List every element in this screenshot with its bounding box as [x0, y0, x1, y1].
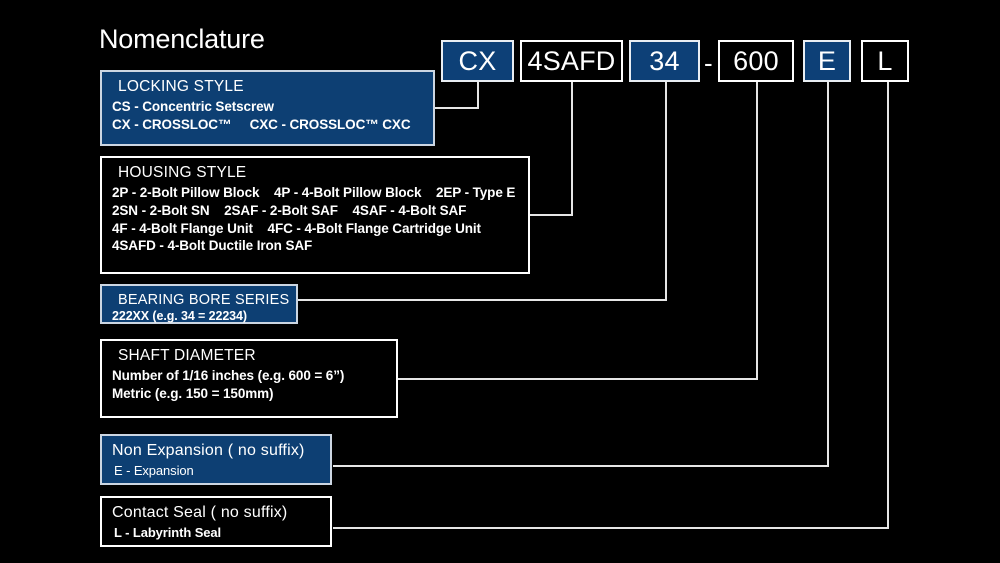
connector-bore-horizontal	[297, 299, 667, 301]
part-segment-housing-style[interactable]: 4SAFD	[520, 40, 623, 82]
connector-housing-horizontal	[528, 214, 573, 216]
connector-locking-vertical	[477, 82, 479, 109]
legend-line-locking-style-1: CS - Concentric Setscrew	[112, 99, 274, 114]
legend-box-seal: Contact Seal ( no suffix) L - Labyrinth …	[100, 496, 332, 547]
legend-line-locking-style-2: CX - CROSSLOC™ CXC - CROSSLOC™ CXC	[112, 116, 411, 132]
legend-line-housing-style-2: 2SN - 2-Bolt SN 2SAF - 2-Bolt SAF 4SAF -…	[112, 202, 467, 218]
legend-line-housing-style-4: 4SAFD - 4-Bolt Ductile Iron SAF	[112, 238, 313, 254]
page-title: Nomenclature	[99, 24, 265, 54]
part-segment-expansion[interactable]: E	[803, 40, 851, 82]
connector-housing-vertical	[571, 82, 573, 216]
connector-seal-horizontal	[333, 527, 889, 529]
connector-bore-vertical	[665, 82, 667, 301]
legend-heading-locking-style: LOCKING STYLE	[118, 78, 244, 95]
legend-heading-expansion: Non Expansion ( no suffix)	[112, 442, 305, 459]
legend-box-bearing-bore-series: BEARING BORE SERIES 222XX (e.g. 34 = 222…	[100, 284, 298, 324]
part-segment-shaft-diameter[interactable]: 600	[718, 40, 794, 82]
legend-heading-bearing-bore-series: BEARING BORE SERIES	[118, 292, 290, 308]
connector-expansion-horizontal	[333, 465, 829, 467]
legend-line-housing-style-3: 4F - 4-Bolt Flange Unit 4FC - 4-Bolt Fla…	[112, 220, 481, 236]
part-segment-bearing-bore-series[interactable]: 34	[629, 40, 700, 82]
legend-line-shaft-diameter-1: Number of 1/16 inches (e.g. 600 = 6”)	[112, 368, 345, 383]
legend-box-shaft-diameter: SHAFT DIAMETER Number of 1/16 inches (e.…	[100, 339, 398, 418]
connector-expansion-vertical	[827, 82, 829, 467]
legend-box-housing-style: HOUSING STYLE 2P - 2-Bolt Pillow Block 4…	[100, 156, 530, 274]
legend-heading-housing-style: HOUSING STYLE	[118, 164, 247, 181]
legend-line-housing-style-1: 2P - 2-Bolt Pillow Block 4P - 4-Bolt Pil…	[112, 185, 516, 200]
legend-box-expansion: Non Expansion ( no suffix) E - Expansion	[100, 434, 332, 485]
part-number-separator: -	[704, 48, 713, 78]
connector-locking-horizontal	[434, 107, 479, 109]
connector-shaft-horizontal	[397, 378, 758, 380]
legend-box-locking-style: LOCKING STYLE CS - Concentric Setscrew C…	[100, 70, 435, 146]
connector-seal-vertical	[887, 82, 889, 529]
part-segment-seal[interactable]: L	[861, 40, 909, 82]
connector-shaft-vertical	[756, 82, 758, 379]
legend-heading-seal: Contact Seal ( no suffix)	[112, 504, 288, 521]
legend-heading-shaft-diameter: SHAFT DIAMETER	[118, 347, 256, 364]
legend-line-expansion-1: E - Expansion	[114, 463, 194, 478]
legend-line-bearing-bore-series-1: 222XX (e.g. 34 = 22234)	[112, 309, 247, 323]
legend-line-shaft-diameter-2: Metric (e.g. 150 = 150mm)	[112, 385, 274, 401]
legend-line-seal-1: L - Labyrinth Seal	[114, 525, 222, 540]
part-segment-locking-style[interactable]: CX	[441, 40, 514, 82]
